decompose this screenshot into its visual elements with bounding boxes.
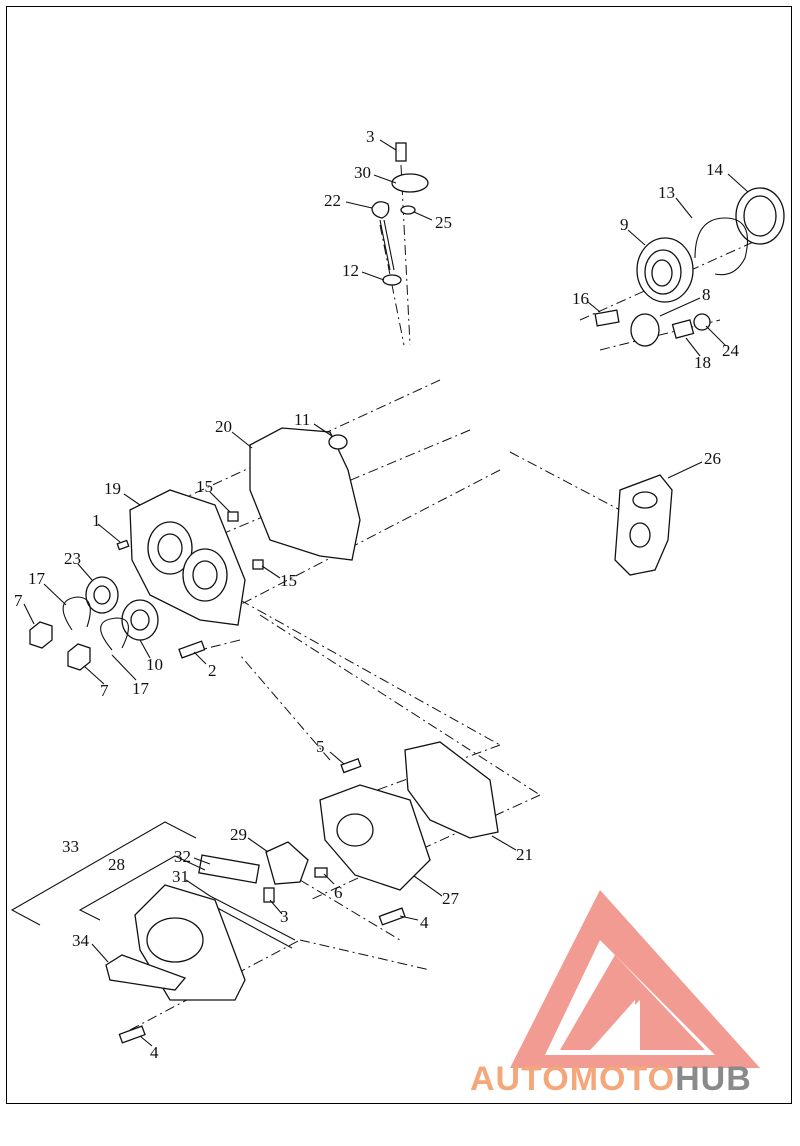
callout-20: 20: [215, 417, 232, 436]
inspection-plate-29: [198, 841, 406, 949]
bearing-seal-assembly: [594, 187, 785, 347]
callout-23: 23: [64, 549, 81, 568]
callout-6: 6: [334, 883, 343, 902]
callout-labels: 3 30 22 25 12 14 13 9 16 8 24 18 20 11 2…: [14, 127, 740, 1062]
callout-10: 10: [146, 655, 163, 674]
brand-auto: AUTO: [470, 1060, 570, 1098]
callout-7-lower: 7: [100, 681, 109, 700]
callout-32: 32: [174, 847, 191, 866]
callout-25: 25: [435, 213, 452, 232]
housing-19: [129, 489, 246, 626]
brand-logo-mark: [510, 890, 760, 1068]
callout-17-upper: 17: [28, 569, 46, 588]
cover-28: [105, 884, 246, 1044]
callout-1: 1: [92, 511, 101, 530]
callout-14: 14: [706, 160, 724, 179]
callout-11: 11: [294, 410, 310, 429]
callout-17-lower: 17: [132, 679, 150, 698]
callout-15-lower: 15: [280, 571, 297, 590]
callout-12: 12: [342, 261, 359, 280]
callout-9: 9: [620, 215, 629, 234]
callout-18: 18: [694, 353, 711, 372]
callout-29: 29: [230, 825, 247, 844]
callout-24: 24: [722, 341, 740, 360]
callout-16: 16: [572, 289, 589, 308]
top-cap-assembly: [371, 142, 429, 286]
callout-3: 3: [366, 127, 375, 146]
brand-hub: HUB: [675, 1060, 752, 1098]
callout-4-lower: 4: [150, 1043, 159, 1062]
callout-22: 22: [324, 191, 341, 210]
callout-21: 21: [516, 845, 533, 864]
callout-26: 26: [704, 449, 721, 468]
callout-27: 27: [442, 889, 460, 908]
left-small-parts: [29, 511, 264, 671]
grouping-brackets: [10, 821, 206, 926]
leader-lines: [23, 139, 749, 1047]
gasket-20: [249, 427, 361, 561]
callout-8: 8: [702, 285, 711, 304]
gasket-26: [614, 474, 673, 576]
callout-7-upper: 7: [14, 591, 23, 610]
lower-housing-27: [319, 741, 499, 891]
brand-moto: MOTO: [569, 1060, 676, 1098]
callout-31: 31: [172, 867, 189, 886]
callout-13: 13: [658, 183, 675, 202]
brand-wordmark: AUTOMOTOHUB: [470, 1060, 752, 1099]
callout-33: 33: [62, 837, 79, 856]
callout-28: 28: [108, 855, 125, 874]
callout-4-upper: 4: [420, 913, 429, 932]
callout-30: 30: [354, 163, 371, 182]
callout-5: 5: [316, 737, 325, 756]
callout-15-upper: 15: [196, 477, 213, 496]
callout-34: 34: [72, 931, 90, 950]
diagram-frame: [6, 6, 792, 1104]
callout-2: 2: [208, 661, 217, 680]
callout-3-lower: 3: [280, 907, 289, 926]
callout-19: 19: [104, 479, 121, 498]
